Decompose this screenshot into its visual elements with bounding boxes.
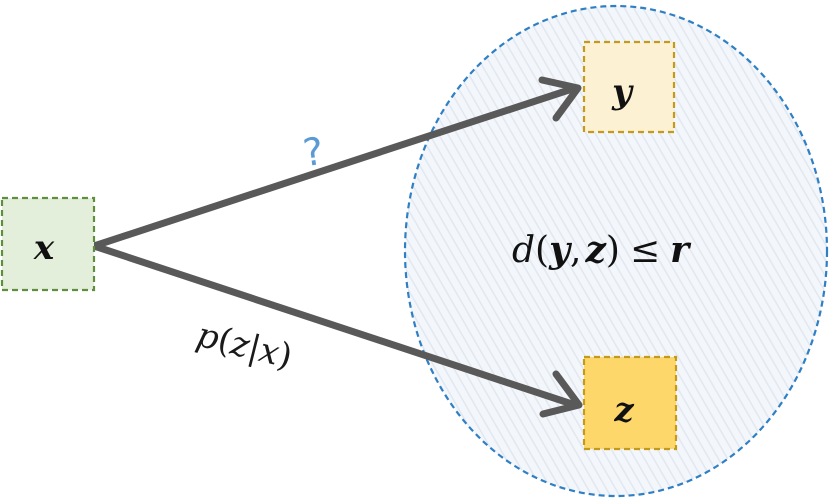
conditional-probability-label: p(z|x): [193, 315, 297, 377]
feasible-region-ellipse: [403, 4, 829, 498]
node-x: x: [0, 196, 96, 292]
node-y-label: y: [611, 72, 634, 112]
node-z-label: z: [613, 390, 634, 430]
node-x-label: x: [33, 228, 55, 268]
unknown-mapping-label: ?: [300, 129, 326, 175]
node-y: y: [582, 40, 676, 134]
arrow-x-to-y: [90, 76, 582, 250]
arrow-x-to-z: [90, 242, 583, 418]
node-z: z: [582, 355, 678, 451]
distance-constraint-label: d(y,z)≤r: [512, 229, 692, 271]
